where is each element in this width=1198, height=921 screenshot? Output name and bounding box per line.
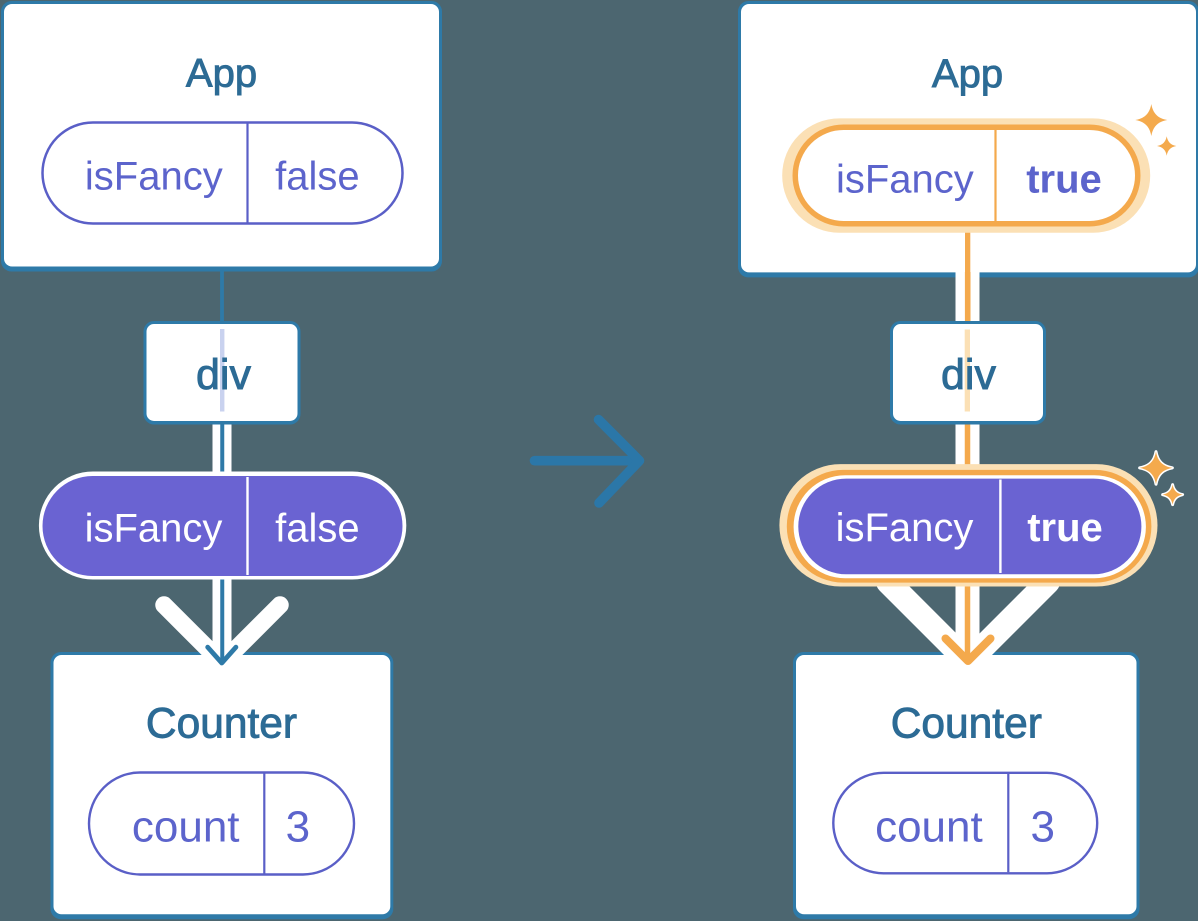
- svg-text:Counter: Counter: [146, 701, 297, 748]
- svg-text:App: App: [186, 52, 257, 96]
- svg-text:true: true: [1026, 158, 1102, 202]
- svg-text:Counter: Counter: [891, 701, 1042, 748]
- svg-text:count: count: [132, 803, 240, 852]
- svg-text:isFancy: isFancy: [85, 507, 223, 551]
- svg-text:false: false: [275, 507, 360, 551]
- svg-text:true: true: [1027, 506, 1103, 550]
- svg-text:isFancy: isFancy: [836, 158, 974, 202]
- svg-text:div: div: [196, 351, 251, 399]
- svg-text:count: count: [875, 803, 983, 852]
- svg-text:isFancy: isFancy: [85, 155, 223, 199]
- svg-text:3: 3: [1030, 803, 1054, 852]
- svg-text:3: 3: [286, 803, 310, 852]
- svg-text:div: div: [941, 351, 996, 399]
- svg-text:false: false: [275, 155, 360, 199]
- svg-text:isFancy: isFancy: [836, 506, 974, 550]
- svg-text:App: App: [932, 52, 1003, 96]
